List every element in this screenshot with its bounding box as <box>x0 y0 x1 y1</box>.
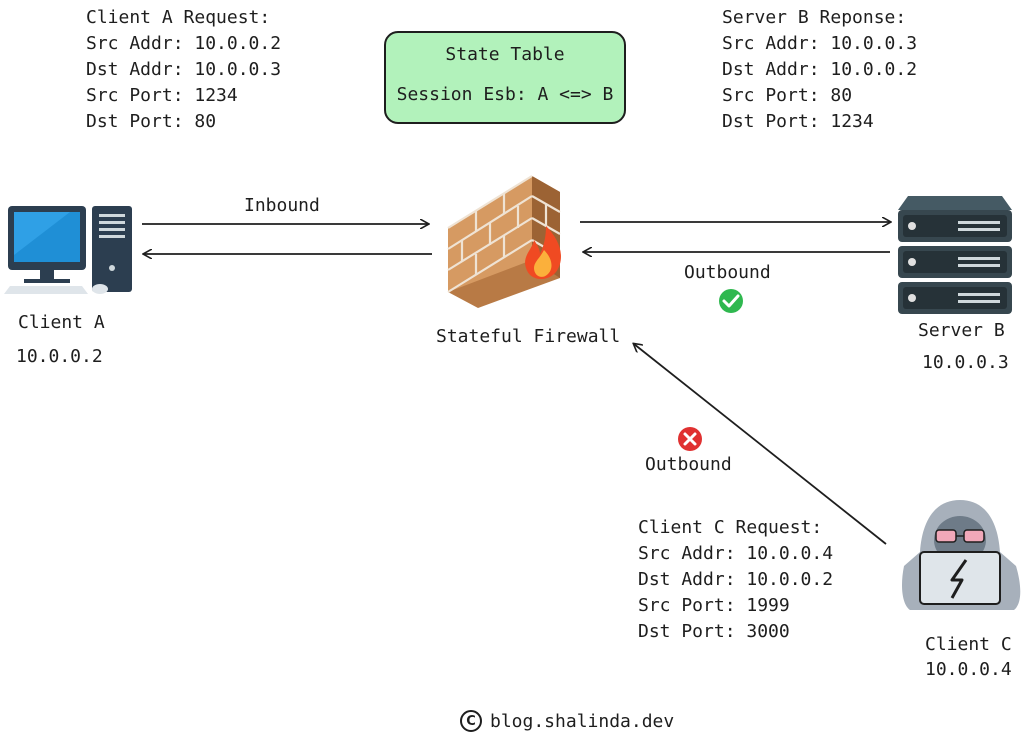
client-c-src-port: Src Port: 1999 <box>638 595 790 616</box>
client-a-src-port: Src Port: 1234 <box>86 85 238 106</box>
client-c-name: Client C <box>925 634 1012 655</box>
inbound-label: Inbound <box>244 195 320 216</box>
client-a-request-block: Client A Request: Src Addr: 10.0.0.2 Dst… <box>86 5 281 135</box>
server-b-response-title: Server B Reponse: <box>722 7 907 28</box>
client-c-request-title: Client C Request: <box>638 517 823 538</box>
client-c-dst-addr: Dst Addr: 10.0.0.2 <box>638 569 834 590</box>
blocked-x-icon <box>678 427 702 451</box>
firewall-label: Stateful Firewall <box>436 326 621 347</box>
state-table-entry: Session Esb: A <=> B <box>396 84 614 105</box>
client-c-dst-port: Dst Port: 3000 <box>638 621 790 642</box>
client-a-src-addr: Src Addr: 10.0.0.2 <box>86 33 282 54</box>
client-c-src-addr: Src Addr: 10.0.0.4 <box>638 543 834 564</box>
client-a-ip: 10.0.0.2 <box>16 346 103 367</box>
server-rack-icon <box>898 196 1012 314</box>
client-a-name: Client A <box>18 312 105 333</box>
server-b-dst-port: Dst Port: 1234 <box>722 111 874 132</box>
outbound-blocked-label: Outbound <box>645 454 732 475</box>
outbound-allowed-label: Outbound <box>684 262 771 283</box>
client-c-ip: 10.0.0.4 <box>925 659 1012 680</box>
footer-link[interactable]: blog.shalinda.dev <box>490 710 675 732</box>
footer: C blog.shalinda.dev <box>460 710 674 732</box>
client-a-dst-addr: Dst Addr: 10.0.0.3 <box>86 59 282 80</box>
server-b-dst-addr: Dst Addr: 10.0.0.2 <box>722 59 918 80</box>
server-b-ip: 10.0.0.3 <box>922 352 1009 373</box>
server-b-name: Server B <box>918 320 1005 341</box>
hacker-icon <box>902 500 1021 610</box>
server-b-src-addr: Src Addr: 10.0.0.3 <box>722 33 918 54</box>
desktop-computer-icon <box>4 206 132 294</box>
server-b-src-port: Src Port: 80 <box>722 85 853 106</box>
outbound-blocked-arrow <box>634 344 887 545</box>
client-a-request-title: Client A Request: <box>86 7 271 28</box>
state-table-box: State Table Session Esb: A <=> B <box>384 31 626 124</box>
firewall-icon <box>447 175 561 308</box>
allowed-check-icon <box>719 289 743 313</box>
server-b-response-block: Server B Reponse: Src Addr: 10.0.0.3 Dst… <box>722 5 917 135</box>
copyright-icon: C <box>460 710 482 732</box>
client-c-request-block: Client C Request: Src Addr: 10.0.0.4 Dst… <box>638 515 833 645</box>
state-table-title: State Table <box>445 44 565 65</box>
client-a-dst-port: Dst Port: 80 <box>86 111 217 132</box>
